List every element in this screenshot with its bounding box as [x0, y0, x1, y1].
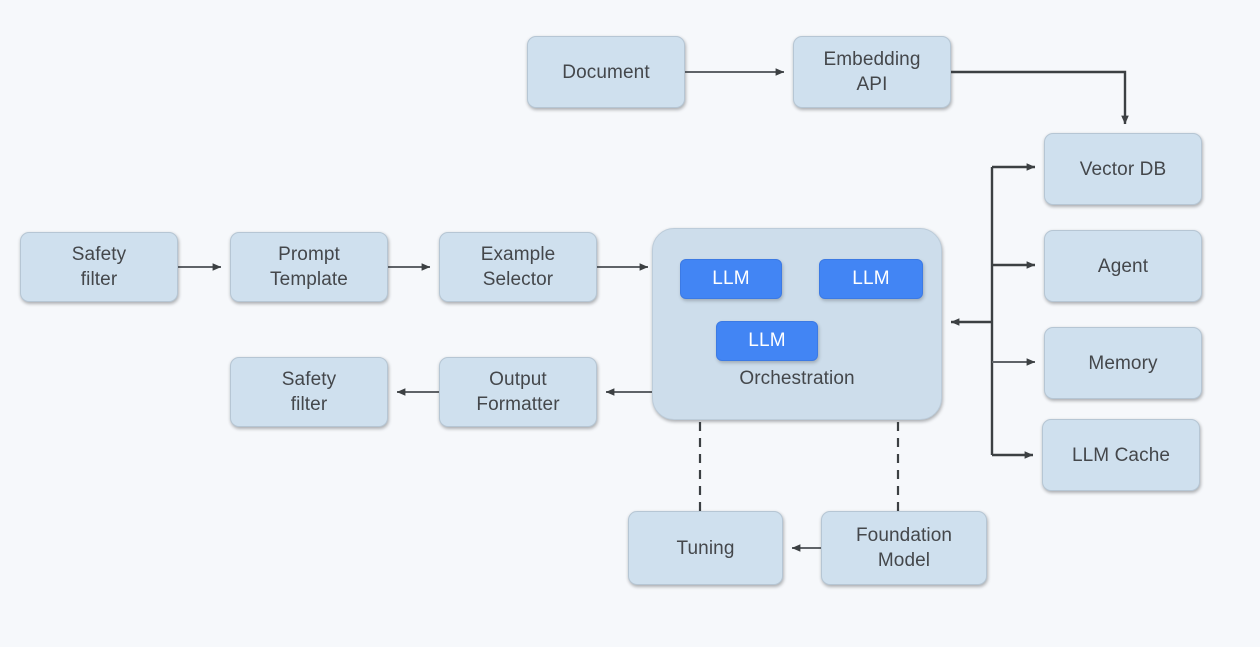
node-vector-db[interactable]: Vector DB [1044, 133, 1202, 205]
node-safety-filter-output[interactable]: Safety filter [230, 357, 388, 427]
node-memory[interactable]: Memory [1044, 327, 1202, 399]
llm-block-2[interactable]: LLM [819, 259, 923, 299]
llm-block-3[interactable]: LLM [716, 321, 818, 361]
node-agent[interactable]: Agent [1044, 230, 1202, 302]
node-output-formatter[interactable]: Output Formatter [439, 357, 597, 427]
llm-block-1[interactable]: LLM [680, 259, 782, 299]
node-document[interactable]: Document [527, 36, 685, 108]
node-llm-cache[interactable]: LLM Cache [1042, 419, 1200, 491]
edge-embedding-api-to-vector-db [951, 70, 1129, 125]
node-foundation-model[interactable]: Foundation Model [821, 511, 987, 585]
node-tuning[interactable]: Tuning [628, 511, 783, 585]
node-example-selector[interactable]: Example Selector [439, 232, 597, 302]
node-embedding-api[interactable]: Embedding API [793, 36, 951, 108]
node-prompt-template[interactable]: Prompt Template [230, 232, 388, 302]
node-safety-filter-input[interactable]: Safety filter [20, 232, 178, 302]
orchestration-label: Orchestration [739, 368, 855, 389]
